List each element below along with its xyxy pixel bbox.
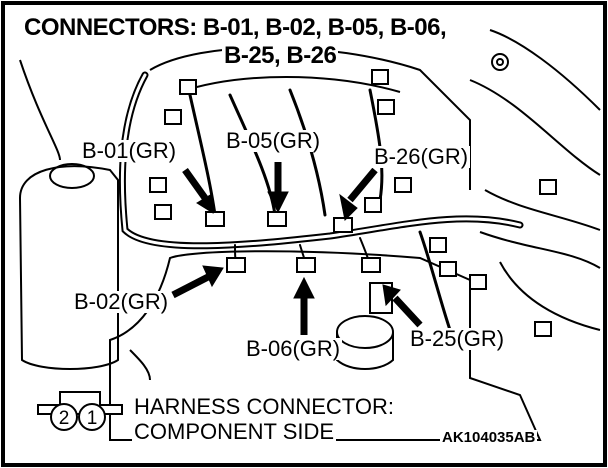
legend-connector-symbol: 2 1 (37, 391, 123, 431)
title-line-1: CONNECTORS: B-01, B-02, B-05, B-06, (22, 14, 449, 41)
label-b02: B-02(GR) (72, 289, 171, 314)
label-b26: B-26(GR) (372, 144, 471, 169)
label-b01: B-01(GR) (80, 138, 179, 163)
callout-arrows (171, 162, 423, 335)
arrow-b26 (339, 167, 378, 222)
legend-line-1: HARNESS CONNECTOR: (132, 394, 396, 419)
connector-b25 (361, 257, 381, 273)
arrow-b01 (182, 167, 214, 214)
title-line-2: B-25, B-26 (222, 42, 339, 69)
arrow-b25 (382, 284, 423, 328)
legend-pin-1: 1 (87, 408, 98, 429)
legend-pin-2: 2 (59, 408, 70, 429)
connector-b06 (296, 257, 316, 273)
label-b25: B-25(GR) (408, 326, 507, 351)
figure-code: AK104035AB (440, 429, 538, 446)
connector-b05 (267, 211, 287, 227)
arrow-b05 (267, 162, 289, 214)
legend-line-2: COMPONENT SIDE (132, 419, 337, 444)
connector-b26 (333, 217, 353, 233)
connectors (149, 69, 557, 337)
reservoir-tank (18, 165, 119, 370)
arrow-b06 (293, 276, 315, 335)
connector-b02 (226, 257, 246, 273)
label-b06: B-06(GR) (244, 336, 343, 361)
label-b05: B-05(GR) (224, 128, 323, 153)
arrow-b02 (171, 265, 224, 299)
connector-b01 (205, 211, 225, 227)
